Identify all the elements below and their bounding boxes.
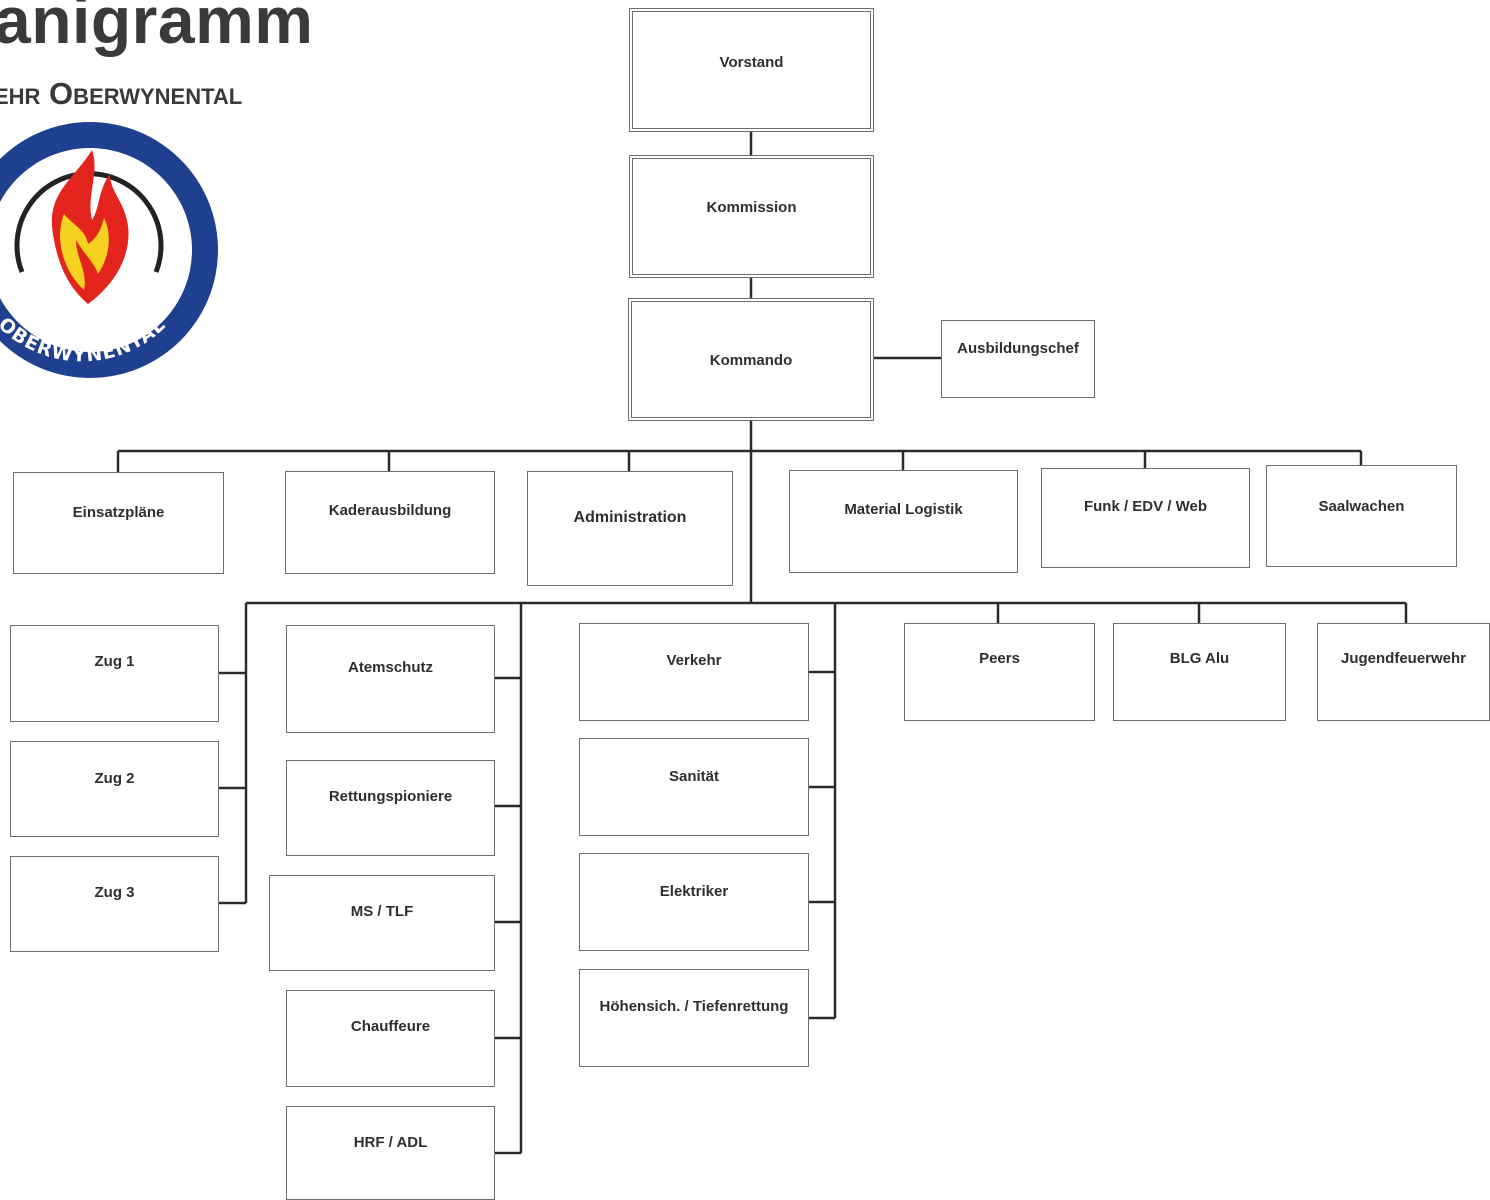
node-peers-label: Peers bbox=[979, 650, 1020, 667]
node-saalwachen: Saalwachen bbox=[1266, 465, 1457, 567]
node-administration: Administration bbox=[527, 471, 733, 586]
node-rettungspioniere: Rettungspioniere bbox=[286, 760, 495, 856]
node-chauffeure: Chauffeure bbox=[286, 990, 495, 1087]
node-administration-label: Administration bbox=[573, 509, 687, 526]
node-zug-3: Zug 3 bbox=[10, 856, 219, 952]
flame-yellow-icon bbox=[60, 214, 109, 290]
node-blg-alu: BLG Alu bbox=[1113, 623, 1286, 721]
node-vorstand-label: Vorstand bbox=[719, 54, 784, 71]
node-ausbildungschef-label: Ausbildungschef bbox=[957, 340, 1079, 357]
node-blg-alu-label: BLG Alu bbox=[1169, 650, 1230, 667]
node-kommando: Kommando bbox=[628, 298, 874, 421]
node-vorstand: Vorstand bbox=[629, 8, 874, 132]
node-elektriker-label: Elektriker bbox=[659, 883, 729, 900]
node-zug-3-label: Zug 3 bbox=[94, 884, 135, 901]
node-kaderausbildung: Kaderausbildung bbox=[285, 471, 495, 574]
node-zug-2: Zug 2 bbox=[10, 741, 219, 837]
feuerwehr-logo: FEUERWEHR OBERWYNENTAL bbox=[0, 122, 218, 378]
node-einsatzplaene-label: Einsatzpläne bbox=[72, 504, 165, 521]
node-zug-1: Zug 1 bbox=[10, 625, 219, 722]
node-zug-1-label: Zug 1 bbox=[94, 653, 135, 670]
node-rettungspioniere-label: Rettungspioniere bbox=[328, 788, 453, 805]
node-kommission: Kommission bbox=[629, 155, 874, 278]
node-kommando-label: Kommando bbox=[709, 352, 793, 369]
node-peers: Peers bbox=[904, 623, 1095, 721]
node-atemschutz: Atemschutz bbox=[286, 625, 495, 733]
node-funk-edv-web-label: Funk / EDV / Web bbox=[1083, 498, 1208, 515]
node-ms-tlf-label: MS / TLF bbox=[350, 903, 414, 920]
node-material-logistik: Material Logistik bbox=[789, 470, 1018, 573]
node-hrf-adl-label: HRF / ADL bbox=[353, 1134, 428, 1151]
node-funk-edv-web: Funk / EDV / Web bbox=[1041, 468, 1250, 568]
node-verkehr: Verkehr bbox=[579, 623, 809, 721]
node-hrf-adl: HRF / ADL bbox=[286, 1106, 495, 1200]
node-jugendfeuerwehr: Jugendfeuerwehr bbox=[1317, 623, 1490, 721]
node-saalwachen-label: Saalwachen bbox=[1318, 498, 1405, 515]
page-title: anigramm bbox=[0, 0, 314, 57]
node-kommission-label: Kommission bbox=[706, 199, 797, 216]
node-jugendfeuerwehr-label: Jugendfeuerwehr bbox=[1340, 650, 1467, 667]
node-ausbildungschef: Ausbildungschef bbox=[941, 320, 1095, 398]
node-sanitaet: Sanität bbox=[579, 738, 809, 836]
node-elektriker: Elektriker bbox=[579, 853, 809, 951]
node-ms-tlf: MS / TLF bbox=[269, 875, 495, 971]
node-hoehensicherung-tiefenrettung: Höhensich. / Tiefenrettung bbox=[579, 969, 809, 1067]
node-hoehensicherung-tiefenrettung-label: Höhensich. / Tiefenrettung bbox=[599, 998, 789, 1015]
node-chauffeure-label: Chauffeure bbox=[350, 1018, 431, 1035]
node-material-logistik-label: Material Logistik bbox=[844, 501, 963, 518]
node-sanitaet-label: Sanität bbox=[668, 768, 719, 785]
node-atemschutz-label: Atemschutz bbox=[347, 659, 433, 676]
node-verkehr-label: Verkehr bbox=[666, 652, 722, 669]
node-einsatzplaene: Einsatzpläne bbox=[13, 472, 224, 574]
node-zug-2-label: Zug 2 bbox=[94, 770, 135, 787]
page-subtitle: ehr Oberwynental bbox=[0, 76, 243, 111]
node-kaderausbildung-label: Kaderausbildung bbox=[328, 502, 452, 519]
